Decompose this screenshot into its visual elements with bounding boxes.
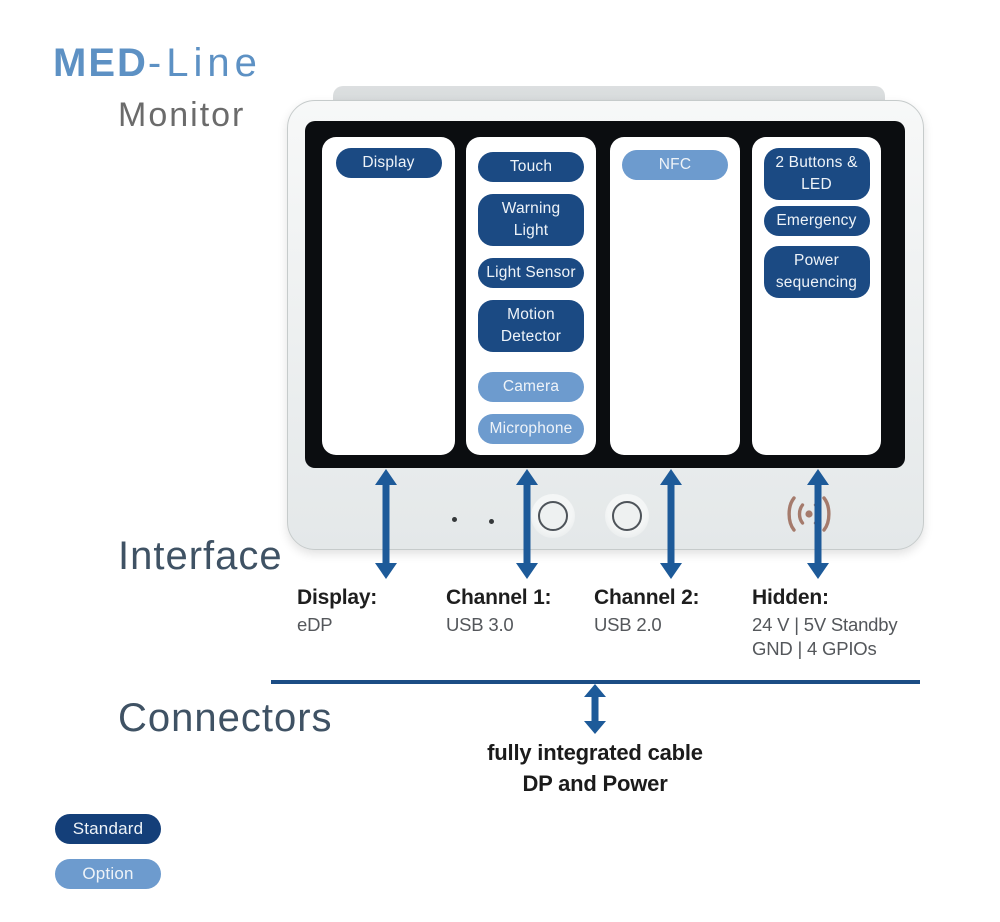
- interface-arrow-hidden: [807, 469, 829, 579]
- feature-column-nfc: NFC: [610, 137, 740, 455]
- interface-item-title: Hidden:: [752, 586, 829, 609]
- brand-name-bold: MED: [53, 41, 148, 85]
- interface-item-hidden: Hidden: 24 V | 5V Standby GND | 4 GPIOs: [752, 586, 898, 661]
- interface-item-value: eDP: [297, 614, 333, 635]
- pill-microphone: Microphone: [478, 414, 584, 444]
- mic-hole-icon: [489, 519, 494, 524]
- brand-name-light: -Line: [147, 41, 262, 85]
- pill-touch: Touch: [478, 152, 584, 182]
- interface-item-display: Display: eDP: [297, 586, 377, 637]
- interface-arrow-channel2: [660, 469, 682, 579]
- pill-display: Display: [335, 148, 442, 178]
- interface-item-channel2: Channel 2: USB 2.0: [594, 586, 700, 637]
- legend-standard-pill: Standard: [55, 814, 161, 844]
- connector-baseline: [271, 680, 920, 684]
- cable-caption-line2: DP and Power: [522, 771, 668, 797]
- pill-motion-detector: Motion Detector: [478, 300, 584, 352]
- cable-caption: fully integrated cable DP and Power: [425, 737, 765, 799]
- interface-heading: Interface: [118, 534, 283, 578]
- feature-column-buttons: 2 Buttons & LED Emergency Power sequenci…: [752, 137, 881, 455]
- pill-power-sequencing: Power sequencing: [763, 246, 870, 298]
- interface-item-value: USB 3.0: [446, 614, 514, 635]
- pill-light-sensor: Light Sensor: [478, 258, 584, 288]
- bezel-button-1-ring: [538, 500, 568, 531]
- monitor-screen: Display Touch Warning Light Light Sensor…: [305, 121, 905, 468]
- interface-arrow-display: [375, 469, 397, 579]
- cable-arrow: [584, 684, 606, 734]
- mic-hole-icon: [452, 517, 457, 522]
- bezel-button-2-ring: [612, 500, 642, 531]
- product-label: Monitor: [118, 96, 246, 134]
- feature-column-touch: Touch Warning Light Light Sensor Motion …: [466, 137, 596, 455]
- brand-logo: MED-Line: [53, 42, 262, 84]
- interface-item-value: GND | 4 GPIOs: [752, 638, 877, 660]
- connectors-heading: Connectors: [118, 696, 333, 740]
- pill-emergency: Emergency: [763, 206, 870, 236]
- interface-item-title: Channel 1:: [446, 586, 552, 609]
- bezel-button-1: [531, 494, 575, 538]
- bezel-button-2: [605, 494, 649, 538]
- interface-item-channel1: Channel 1: USB 3.0: [446, 586, 552, 637]
- interface-item-value: USB 2.0: [594, 614, 662, 635]
- pill-2-buttons-led: 2 Buttons & LED: [763, 148, 870, 200]
- pill-nfc: NFC: [622, 150, 728, 180]
- interface-item-title: Display:: [297, 586, 378, 609]
- interface-arrow-channel1: [516, 469, 538, 579]
- interface-item-value: 24 V | 5V Standby: [752, 614, 898, 635]
- pill-camera: Camera: [478, 372, 584, 402]
- interface-item-title: Channel 2:: [594, 586, 700, 609]
- legend-option-pill: Option: [55, 859, 161, 889]
- pill-warning-light: Warning Light: [478, 194, 584, 246]
- feature-column-display: Display: [322, 137, 455, 455]
- cable-caption-line1: fully integrated cable: [487, 740, 703, 765]
